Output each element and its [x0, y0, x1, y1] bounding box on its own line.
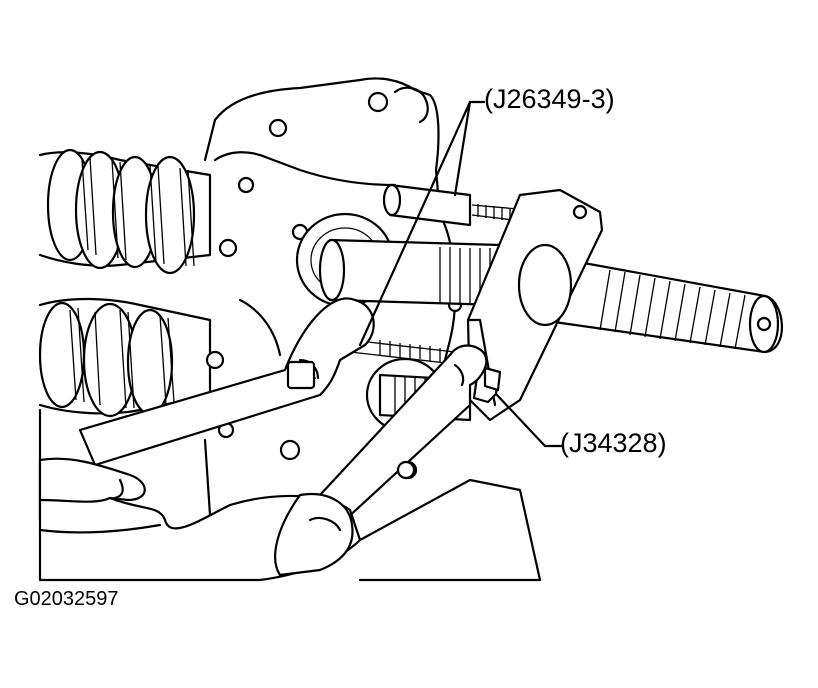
tool-label-j34328: (J34328) [560, 428, 667, 458]
figure-id: G02032597 [14, 588, 119, 610]
tool-label-j26349-3: (J26349-3) [484, 84, 615, 114]
callout-leaders [358, 100, 564, 448]
hands [38, 457, 542, 582]
